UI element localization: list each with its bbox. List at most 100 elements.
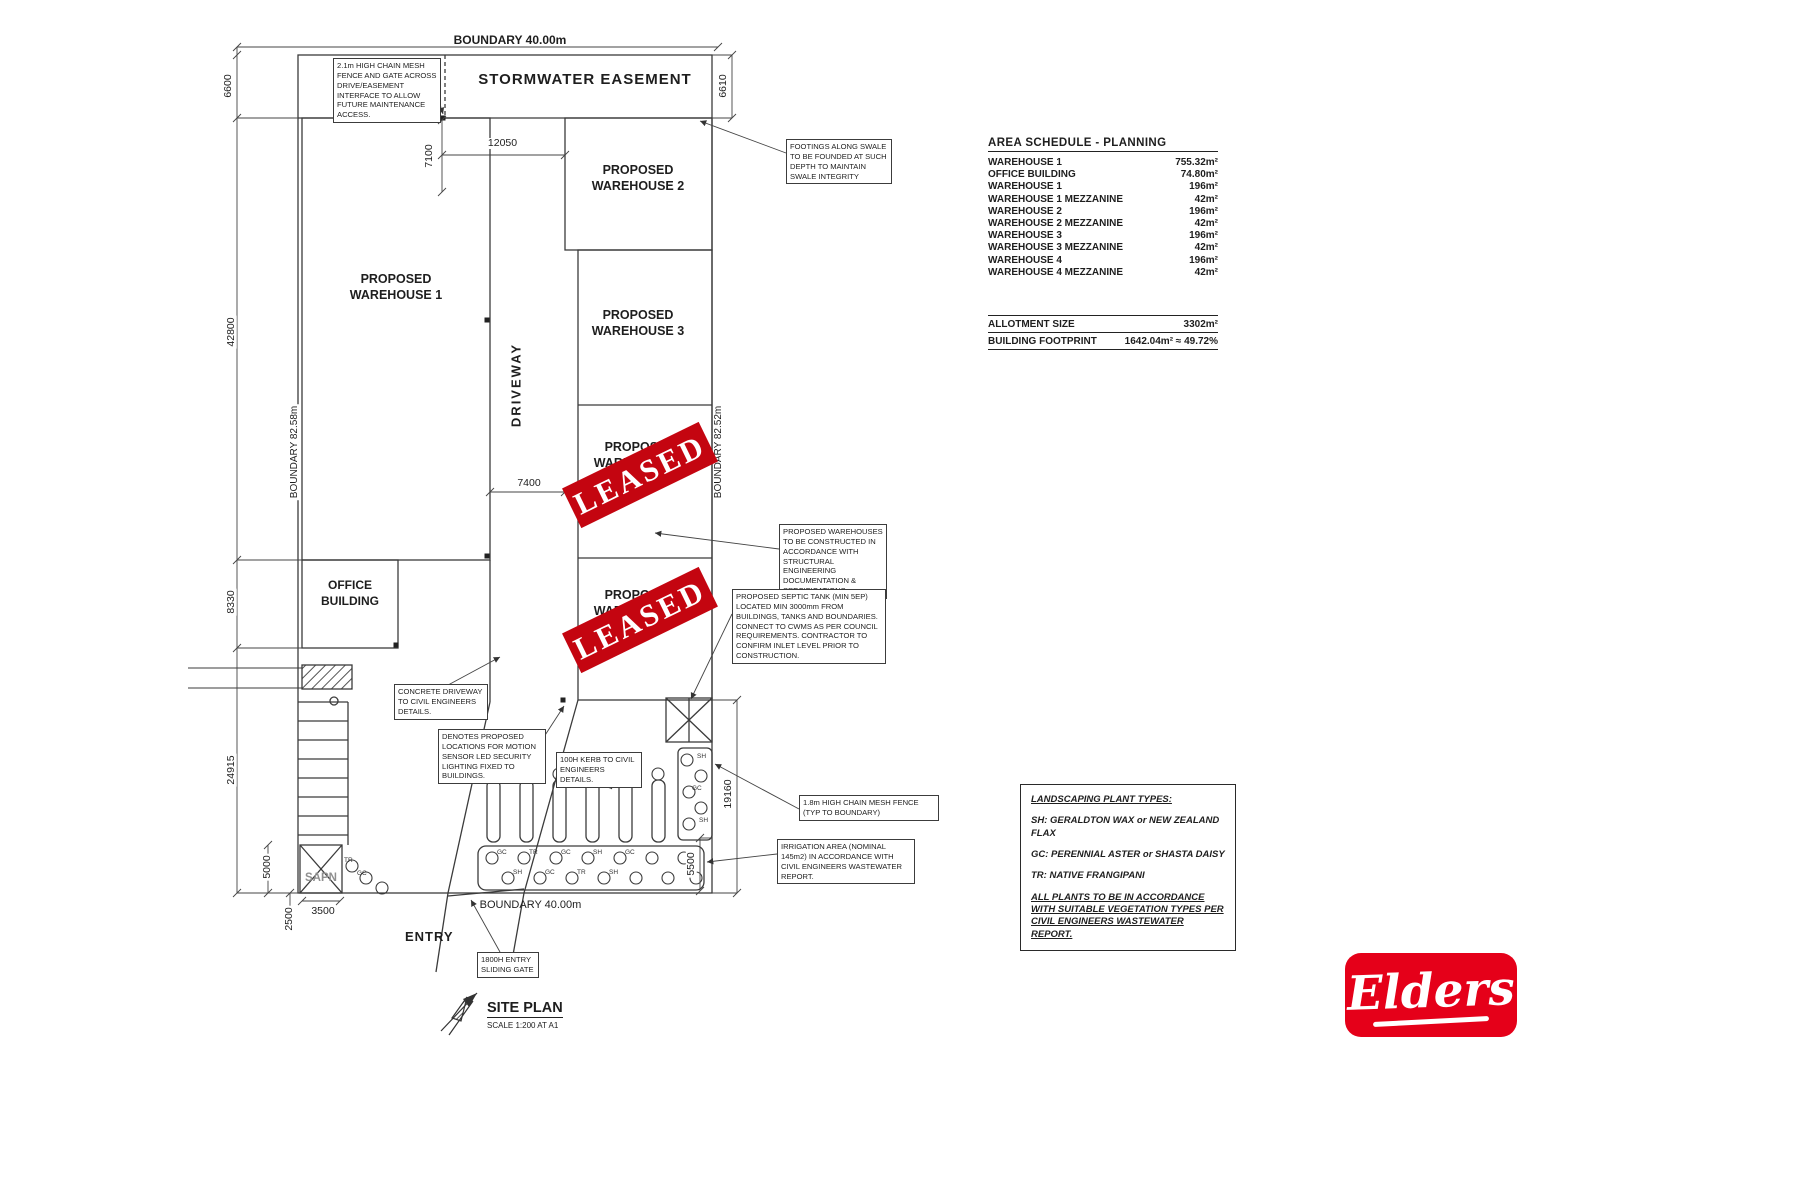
plant-code-label: GC <box>497 849 507 856</box>
plant-code-label: GC <box>625 849 635 856</box>
callout-irrigation: IRRIGATION AREA (NOMINAL 145m2) IN ACCOR… <box>777 839 915 885</box>
allotment-label: ALLOTMENT SIZE <box>988 318 1075 330</box>
boundary-bottom-label: BOUNDARY 40.00m <box>479 899 582 911</box>
row-area: 42m² <box>1194 266 1218 278</box>
allotment-size-row: ALLOTMENT SIZE 3302m² <box>988 315 1218 332</box>
row-area: 196m² <box>1189 254 1218 266</box>
row-area: 196m² <box>1189 181 1218 193</box>
spacer <box>988 279 1218 315</box>
warehouse3-label: PROPOSED WAREHOUSE 3 <box>591 308 685 338</box>
building-footprint-row: BUILDING FOOTPRINT 1642.04m² ≈ 49.72% <box>988 332 1218 351</box>
row-area: 42m² <box>1194 193 1218 205</box>
entry-label: ENTRY <box>405 929 454 944</box>
row-name: WAREHOUSE 1 MEZZANINE <box>988 193 1124 205</box>
plant-code-label: TR <box>577 869 586 876</box>
warehouse2-label: PROPOSED WAREHOUSE 2 <box>591 163 685 193</box>
area-schedule-title: AREA SCHEDULE - PLANNING <box>988 137 1218 152</box>
callout-entry-gate: 1800H ENTRY SLIDING GATE <box>477 952 539 978</box>
dim-3500: 3500 <box>296 906 350 917</box>
plant-code-label: GC <box>692 785 702 792</box>
allotment-value: 3302m² <box>1183 318 1218 330</box>
row-name: WAREHOUSE 3 <box>988 230 1062 242</box>
landscaping-legend: LANDSCAPING PLANT TYPES: SH: GERALDTON W… <box>1020 784 1236 952</box>
office-building-label: OFFICE BUILDING <box>321 578 379 608</box>
site-plan-scale: SCALE 1:200 AT A1 <box>487 1021 559 1030</box>
row-area: 74.80m² <box>1180 169 1218 181</box>
dim-8330: 8330 <box>224 588 237 616</box>
row-name: WAREHOUSE 1 <box>988 157 1062 168</box>
warehouse1-label: PROPOSED WAREHOUSE 1 <box>349 272 443 302</box>
table-row: OFFICE BUILDING 74.80m² <box>988 169 1218 181</box>
callout-kerb: 100H KERB TO CIVIL ENGINEERS DETAILS. <box>556 752 642 788</box>
plant-code-label: SH <box>697 753 707 760</box>
callout-footings: FOOTINGS ALONG SWALE TO BE FOUNDED AT SU… <box>786 139 892 185</box>
dim-19160: 19160 <box>721 777 734 811</box>
landscaping-item-gc: GC: PERENNIAL ASTER or SHASTA DAISY <box>1031 849 1225 861</box>
row-name: WAREHOUSE 3 MEZZANINE <box>988 242 1124 254</box>
callout-chain-mesh-fence: 2.1m HIGH CHAIN MESH FENCE AND GATE ACRO… <box>333 58 441 124</box>
dim-5500: 5500 <box>684 850 697 878</box>
row-name: OFFICE BUILDING <box>988 169 1076 181</box>
row-area: 196m² <box>1189 230 1218 242</box>
dimension-lines <box>232 42 742 924</box>
footprint-value: 1642.04m² ≈ 49.72% <box>1124 335 1218 347</box>
area-schedule: AREA SCHEDULE - PLANNING WAREHOUSE 1 755.… <box>988 137 1218 351</box>
table-row: WAREHOUSE 1 MEZZANINE 42m² <box>988 194 1218 206</box>
dim-6600: 6600 <box>221 72 234 100</box>
dim-42800: 42800 <box>224 315 237 349</box>
dim-12050: 12050 <box>468 138 537 149</box>
footprint-label: BUILDING FOOTPRINT <box>988 335 1097 347</box>
table-row: WAREHOUSE 4 196m² <box>988 255 1218 267</box>
landscaping-title: LANDSCAPING PLANT TYPES: <box>1031 794 1172 805</box>
sapn-label: SAPN <box>305 872 337 884</box>
table-row: WAREHOUSE 3 196m² <box>988 230 1218 242</box>
landscaping-note: ALL PLANTS TO BE IN ACCORDANCE WITH SUIT… <box>1031 891 1224 940</box>
plant-code-label: GC <box>357 870 367 877</box>
boundary-left-label: BOUNDARY 82.58m <box>289 403 300 501</box>
table-row: WAREHOUSE 1 755.32m² <box>988 157 1218 169</box>
boundary-top-label: BOUNDARY 40.00m <box>453 33 567 47</box>
security-light-markers <box>393 115 566 703</box>
elders-logo: Elders <box>1345 953 1517 1037</box>
landscaping-item-tr: TR: NATIVE FRANGIPANI <box>1031 870 1145 882</box>
row-area: 196m² <box>1189 205 1218 217</box>
row-name: WAREHOUSE 2 <box>988 205 1062 217</box>
row-area: 755.32m² <box>1175 157 1218 168</box>
callout-concrete-driveway: CONCRETE DRIVEWAY TO CIVIL ENGINEERS DET… <box>394 684 488 720</box>
driveway-label: DRIVEWAY <box>508 340 524 430</box>
callout-structural: PROPOSED WAREHOUSES TO BE CONSTRUCTED IN… <box>779 524 887 600</box>
row-name: WAREHOUSE 1 <box>988 181 1062 193</box>
plant-code-label: SH <box>699 817 709 824</box>
table-row: WAREHOUSE 2 MEZZANINE 42m² <box>988 218 1218 230</box>
plant-code-label: TR <box>529 849 538 856</box>
row-name: WAREHOUSE 2 MEZZANINE <box>988 218 1124 230</box>
plant-code-label: GC <box>561 849 571 856</box>
boundary-right-label: BOUNDARY 82.52m <box>713 403 724 501</box>
row-name: WAREHOUSE 4 MEZZANINE <box>988 266 1124 278</box>
north-arrow-icon <box>440 992 478 1036</box>
dim-24915: 24915 <box>224 753 237 787</box>
plant-code-label: SH <box>593 849 603 856</box>
leader-lines <box>432 81 800 953</box>
stormwater-easement-label: STORMWATER EASEMENT <box>478 71 692 88</box>
site-plan-title: SITE PLAN <box>487 1000 563 1018</box>
dim-2500: 2500 <box>282 905 295 933</box>
lot-and-buildings <box>188 54 713 973</box>
dim-6610: 6610 <box>716 72 729 100</box>
row-name: WAREHOUSE 4 <box>988 254 1062 266</box>
dim-7100: 7100 <box>422 142 435 170</box>
table-row: WAREHOUSE 1 196m² <box>988 181 1218 193</box>
row-area: 42m² <box>1194 218 1218 230</box>
plant-code-label: GC <box>545 869 555 876</box>
elders-logo-text: Elders <box>1346 960 1516 1022</box>
callout-security-lighting: DENOTES PROPOSED LOCATIONS FOR MOTION SE… <box>438 729 546 785</box>
plant-code-label: SH <box>609 869 619 876</box>
plant-code-label: TR <box>344 857 353 864</box>
callout-septic-tank: PROPOSED SEPTIC TANK (MIN 5EP) LOCATED M… <box>732 589 886 665</box>
plant-code-label: SH <box>513 869 523 876</box>
table-row: WAREHOUSE 2 196m² <box>988 206 1218 218</box>
dim-5000: 5000 <box>260 853 273 881</box>
